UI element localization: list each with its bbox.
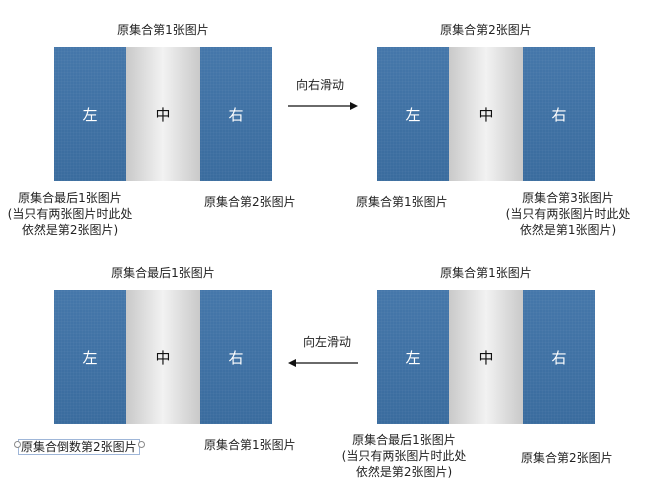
swipe-right-label: 向右滑动 (295, 78, 344, 92)
slot-right: 右 (523, 290, 595, 424)
caption-bottom-right-left: 原集合最后1张图片 (当只有两张图片时此处 依然是第2张图片) (336, 432, 472, 480)
caption-line: (当只有两张图片时此处 (341, 449, 467, 463)
caption-line: 依然是第2张图片) (21, 223, 119, 237)
caption-line: 原集合第3张图片 (522, 191, 614, 205)
slot-left: 左 (377, 47, 449, 181)
caption-line: 依然是第1张图片) (519, 223, 617, 237)
caption-line: (当只有两张图片时此处 (7, 207, 133, 221)
left-arrow-icon (288, 359, 358, 367)
caption-line: 原集合最后1张图片 (352, 433, 456, 447)
caption-bottom-right-right: 原集合第2张图片 (521, 451, 613, 465)
slot-left: 左 (54, 47, 126, 181)
slot-center: 中 (126, 290, 200, 424)
carousel-panel-top-right: 左 中 右 (377, 47, 595, 181)
panel-title-bottom-left: 原集合最后1张图片 (111, 266, 215, 280)
caption-bottom-left-left[interactable]: 原集合倒数第2张图片 (18, 439, 140, 455)
resize-handle-right[interactable] (137, 441, 145, 448)
caption-bottom-left-right: 原集合第1张图片 (204, 438, 296, 452)
right-arrow-icon (288, 102, 358, 110)
slot-right: 右 (523, 47, 595, 181)
slot-center: 中 (126, 47, 200, 181)
caption-top-right-right: 原集合第3张图片 (当只有两张图片时此处 依然是第1张图片) (500, 190, 636, 238)
caption-top-right-left: 原集合第1张图片 (356, 195, 448, 209)
swipe-left-label: 向左滑动 (302, 335, 351, 349)
slot-right: 右 (200, 290, 272, 424)
caption-line: 原集合最后1张图片 (18, 191, 122, 205)
carousel-panel-bottom-right: 左 中 右 (377, 290, 595, 424)
selected-caption-box[interactable]: 原集合倒数第2张图片 (14, 436, 145, 455)
resize-handle-left[interactable] (14, 441, 21, 448)
caption-top-left-left: 原集合最后1张图片 (当只有两张图片时此处 依然是第2张图片) (6, 190, 134, 238)
panel-title-top-right: 原集合第2张图片 (440, 23, 532, 37)
panel-title-top-left: 原集合第1张图片 (117, 23, 209, 37)
slot-center: 中 (449, 47, 523, 181)
slot-left: 左 (54, 290, 126, 424)
carousel-panel-bottom-left: 左 中 右 (54, 290, 272, 424)
slot-center: 中 (449, 290, 523, 424)
carousel-panel-top-left: 左 中 右 (54, 47, 272, 181)
slot-right: 右 (200, 47, 272, 181)
caption-top-left-right: 原集合第2张图片 (204, 195, 296, 209)
panel-title-bottom-right: 原集合第1张图片 (440, 266, 532, 280)
caption-line: 依然是第2张图片) (355, 465, 453, 479)
caption-line: (当只有两张图片时此处 (505, 207, 631, 221)
slot-left: 左 (377, 290, 449, 424)
